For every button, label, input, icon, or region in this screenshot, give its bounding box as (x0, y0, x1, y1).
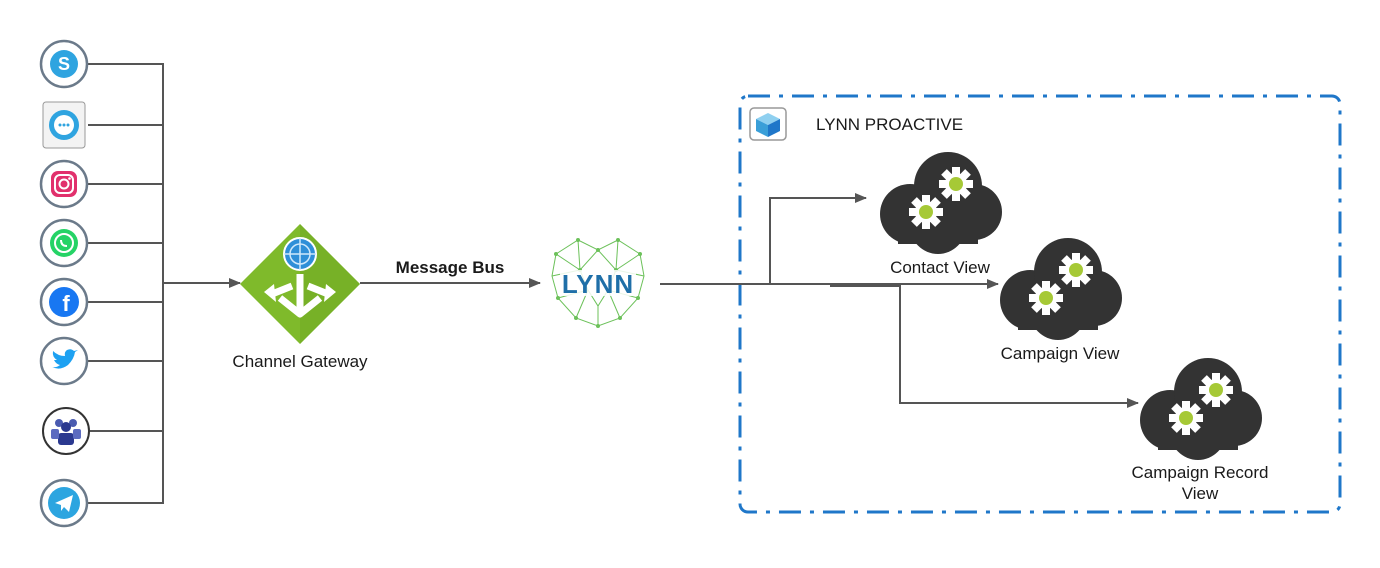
channel-connectors (88, 63, 241, 504)
contact-view-label: Contact View (890, 258, 990, 277)
lynn-logo: LYNN (551, 238, 645, 328)
lynn-proactive-boundary (738, 94, 1342, 514)
svg-text:S: S (58, 54, 70, 74)
campaign-view-icon (1000, 238, 1122, 340)
facebook-icon[interactable]: f (39, 277, 89, 327)
contact-view-icon (880, 152, 1002, 254)
campaign-record-view-icon (1140, 358, 1262, 460)
svg-text:f: f (62, 291, 70, 316)
twitter-icon[interactable] (39, 336, 89, 386)
instagram-icon[interactable] (39, 159, 89, 209)
channel-gateway-label: Channel Gateway (232, 352, 368, 371)
lynn-proactive-title: LYNN PROACTIVE (816, 115, 964, 134)
cube-icon (749, 107, 787, 141)
channel-gateway-icon[interactable] (240, 224, 360, 344)
campaign-view-label: Campaign View (1000, 344, 1120, 363)
chat-bubble-icon[interactable] (42, 101, 86, 149)
telegram-icon[interactable] (39, 478, 89, 528)
skype-icon[interactable]: S (39, 39, 89, 89)
channel-icons: S f (39, 39, 90, 528)
campaign-record-view-label: Campaign Record View (1131, 463, 1269, 503)
message-bus-label: Message Bus (395, 258, 505, 277)
view-connectors (660, 193, 1139, 408)
lynn-logo-text: LYNN (562, 269, 634, 299)
teams-icon[interactable] (42, 407, 90, 455)
whatsapp-icon[interactable] (39, 218, 89, 268)
